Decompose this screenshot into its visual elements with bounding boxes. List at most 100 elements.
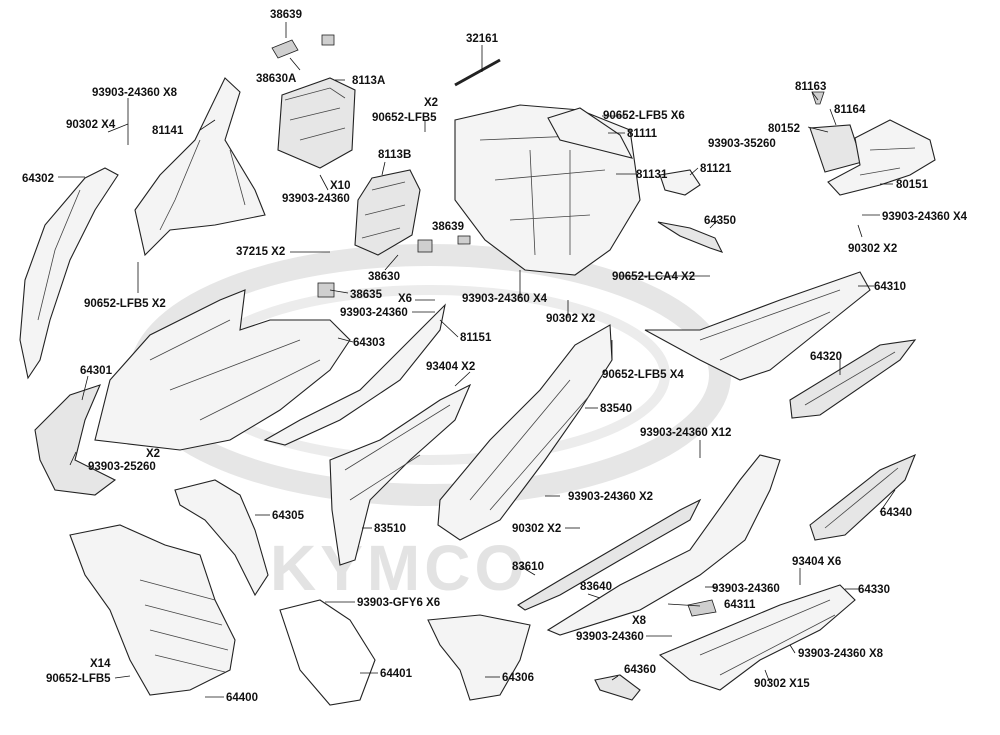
label-81164: 81164	[834, 104, 866, 116]
part-64301	[34, 384, 117, 496]
label-81131: 81131	[636, 169, 668, 181]
label-64305: 64305	[272, 510, 305, 522]
part-83610	[516, 498, 702, 611]
label-93903-mid: 93903-24360	[340, 307, 408, 319]
label-81141: 81141	[152, 125, 184, 137]
label-81121: 81121	[700, 163, 732, 175]
part-38630a	[271, 39, 299, 59]
part-81163	[811, 91, 825, 105]
part-83640	[546, 454, 781, 636]
label-38639-top: 38639	[270, 9, 302, 21]
label-90302-x2-right: 90302 X2	[848, 243, 897, 255]
label-93903-x8: 93903-24360 X8	[92, 87, 178, 99]
part-38639-top	[321, 34, 335, 46]
label-83640: 83640	[580, 581, 612, 593]
label-93903-gfy6: 93903-GFY6 X6	[357, 597, 440, 609]
label-64340: 64340	[880, 507, 912, 519]
label-93903-35260: 93903-35260	[708, 138, 776, 150]
label-90302-x15: 90302 X15	[754, 678, 810, 690]
label-x8: X8	[632, 615, 647, 627]
label-93903-x8-right: 93903-24360 X8	[798, 648, 884, 660]
label-8113b: 8113B	[378, 149, 411, 161]
part-64401	[279, 599, 376, 706]
part-80152	[809, 124, 863, 173]
label-64302: 64302	[22, 173, 54, 185]
part-64311	[687, 599, 717, 617]
label-81111: 81111	[627, 128, 658, 140]
label-64320: 64320	[810, 351, 842, 363]
part-labels: 38639 38630A 8113A 32161 93903-24360 X8 …	[22, 9, 968, 704]
label-93903-x4-right: 93903-24360 X4	[882, 211, 968, 223]
label-38635: 38635	[350, 289, 383, 301]
label-93903-r2: 93903-24360	[576, 631, 644, 643]
label-x2-lower: X2	[146, 448, 160, 460]
label-64330: 64330	[858, 584, 890, 596]
label-38630: 38630	[368, 271, 400, 283]
label-8113a: 8113A	[352, 75, 385, 87]
label-93903-25260: 93903-25260	[88, 461, 156, 473]
label-90302-x2-lower: 90302 X2	[512, 523, 561, 535]
label-38639-mid: 38639	[432, 221, 464, 233]
part-83540	[437, 324, 613, 541]
part-80151	[827, 119, 936, 196]
label-x10: X10	[330, 180, 350, 192]
label-90652-lfb5-x2: 90652-LFB5 X2	[84, 298, 166, 310]
label-64350: 64350	[704, 215, 736, 227]
part-64305	[174, 479, 269, 597]
part-64302	[19, 167, 119, 380]
label-83540: 83540	[600, 403, 632, 415]
part-81141	[134, 77, 266, 257]
label-90652-lfb5-lower: 90652-LFB5	[46, 673, 111, 685]
label-37215: 37215 X2	[236, 246, 285, 258]
part-38639-mid	[457, 235, 471, 245]
label-80151: 80151	[896, 179, 929, 191]
part-38635	[317, 282, 335, 298]
label-81163: 81163	[795, 81, 826, 93]
label-93903-x4-mid: 93903-24360 X4	[462, 293, 548, 305]
kymco-watermark: KYMCO	[129, 244, 731, 604]
label-x14: X14	[90, 658, 111, 670]
label-38630a: 38630A	[256, 73, 296, 85]
label-90652-lca4: 90652-LCA4 X2	[612, 271, 695, 283]
label-93903-x2: 93903-24360 X2	[568, 491, 653, 503]
label-93404-x2: 93404 X2	[426, 361, 475, 373]
leader-lines	[58, 22, 896, 698]
part-64306	[427, 614, 531, 701]
part-8113b	[354, 169, 421, 256]
label-90652-lfb5-x6: 90652-LFB5 X6	[603, 110, 685, 122]
label-83510: 83510	[374, 523, 406, 535]
label-64306: 64306	[502, 672, 534, 684]
label-93404-x6: 93404 X6	[792, 556, 841, 568]
label-64303: 64303	[353, 337, 385, 349]
part-81151	[263, 303, 446, 446]
label-x2-top: X2	[424, 97, 438, 109]
part-64320	[789, 339, 917, 419]
part-64360	[594, 674, 641, 701]
part-64350	[657, 221, 724, 253]
label-83610: 83610	[512, 561, 544, 573]
part-64330	[658, 584, 856, 691]
label-90302-x4: 90302 X4	[66, 119, 116, 131]
label-90302-x2-mid: 90302 X2	[546, 313, 595, 325]
part-64400	[69, 524, 236, 696]
part-38630	[417, 239, 433, 253]
label-32161: 32161	[466, 33, 499, 45]
part-81111	[547, 107, 634, 159]
watermark-text: KYMCO	[270, 532, 528, 604]
label-64301: 64301	[80, 365, 113, 377]
label-93903-upper: 93903-24360	[282, 193, 350, 205]
part-8113a	[277, 77, 356, 169]
part-81121	[659, 169, 701, 196]
label-93903-x12: 93903-24360 X12	[640, 427, 731, 439]
part-32161	[454, 58, 501, 87]
label-90652-lfb5-top: 90652-LFB5	[372, 112, 437, 124]
label-80152: 80152	[768, 123, 800, 135]
label-81151: 81151	[460, 332, 492, 344]
label-64401: 64401	[380, 668, 413, 680]
part-83510	[329, 383, 472, 566]
label-90652-lfb5-x4: 90652-LFB5 X4	[602, 369, 684, 381]
label-64360: 64360	[624, 664, 656, 676]
label-x6-mid: X6	[398, 293, 412, 305]
label-64311: 64311	[724, 599, 756, 611]
